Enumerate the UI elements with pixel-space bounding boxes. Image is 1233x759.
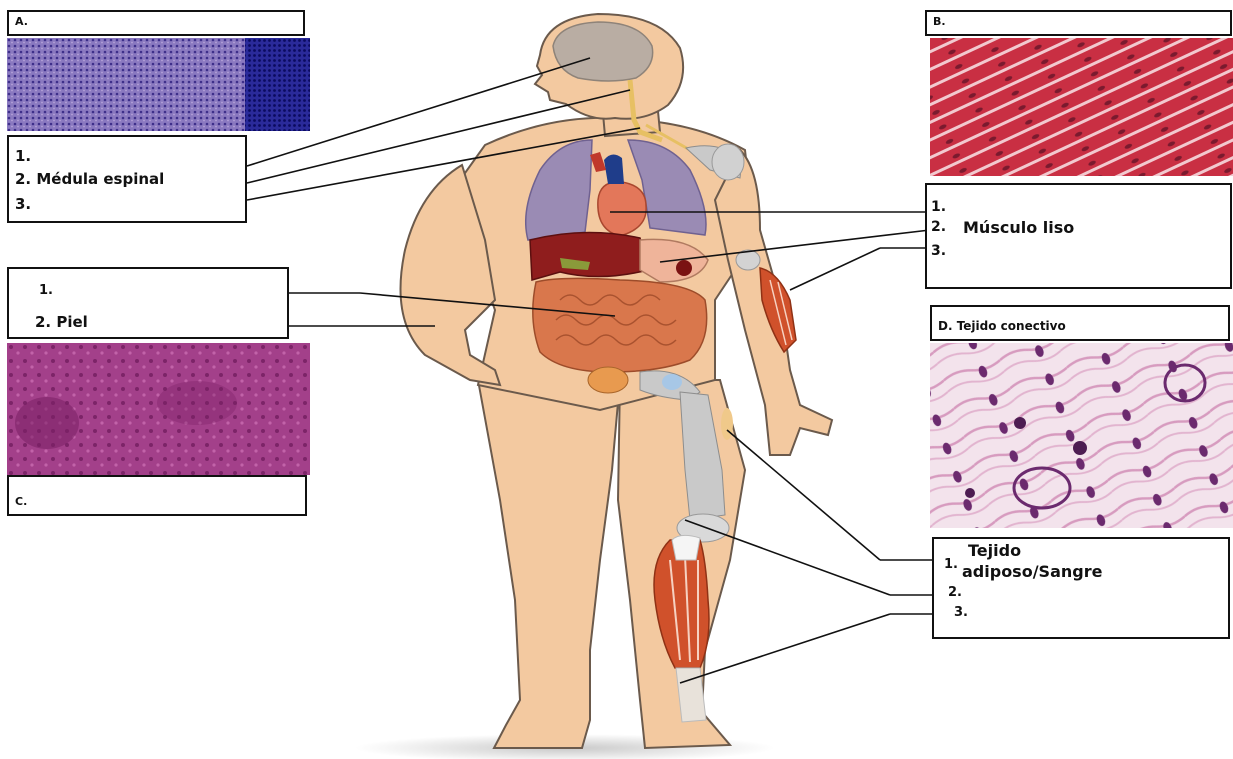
shoulder-joint	[712, 144, 744, 180]
bladder	[588, 367, 628, 393]
tissue-image-b	[930, 38, 1233, 176]
panel-b-header: B.	[933, 15, 946, 28]
label-box-c: 1. 2. Piel	[7, 267, 289, 339]
label-d-item-2: 2.	[948, 585, 962, 600]
tissue-a-texture	[7, 38, 310, 131]
tissue-c-texture	[7, 343, 310, 475]
panel-a-header-box: A.	[7, 10, 305, 36]
panel-c-header: C.	[15, 495, 27, 508]
label-d-item-1-line-2: adiposo/Sangre	[962, 562, 1102, 581]
tissue-b-texture	[930, 38, 1233, 176]
spleen	[676, 260, 692, 276]
label-d-item-1-number: 1.	[944, 557, 958, 572]
label-d-item-1-line-1: Tejido	[968, 541, 1021, 560]
panel-b-header-box: B.	[925, 10, 1232, 36]
panel-c-header-box: C.	[7, 475, 307, 516]
label-a-item-2: 2. Médula espinal	[15, 170, 164, 188]
label-b-item-3: 3.	[931, 243, 946, 259]
label-a-item-1: 1.	[15, 147, 31, 165]
label-b-item-2-number: 2.	[931, 219, 946, 235]
tendon-upper	[672, 535, 700, 560]
label-c-item-2: 2. Piel	[35, 313, 88, 331]
tissue-image-a	[7, 38, 310, 131]
liver	[530, 232, 648, 280]
label-box-b: 1. 2. Músculo liso 3.	[925, 183, 1232, 289]
adipose-patch	[721, 408, 733, 440]
label-box-d: Tejido 1. adiposo/Sangre 2. 3.	[932, 537, 1230, 639]
panel-d-header-box: D. Tejido conectivo	[930, 305, 1230, 341]
hip-joint	[662, 374, 682, 390]
panel-a-header: A.	[15, 15, 28, 28]
label-a-item-3: 3.	[15, 195, 31, 213]
label-box-a: 1. 2. Médula espinal 3.	[7, 135, 247, 223]
label-b-item-1: 1.	[931, 199, 946, 215]
brain	[553, 22, 653, 81]
tissue-image-c	[7, 343, 310, 475]
intestines	[533, 278, 707, 372]
panel-d-header: D. Tejido conectivo	[938, 319, 1066, 333]
label-d-item-3: 3.	[954, 605, 968, 620]
tissue-image-d	[930, 343, 1233, 528]
label-b-item-2-text: Músculo liso	[963, 218, 1074, 237]
label-c-item-1: 1.	[39, 283, 53, 298]
tissue-d-texture	[930, 343, 1233, 528]
